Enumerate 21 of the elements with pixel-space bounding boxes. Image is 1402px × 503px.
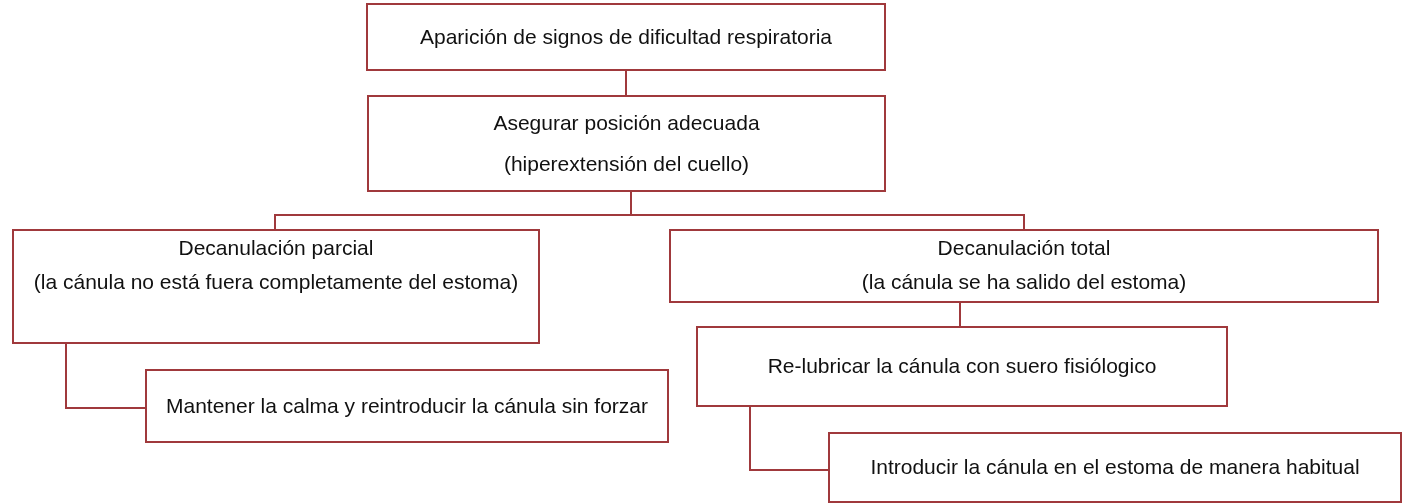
process-box: [669, 229, 1379, 303]
process-box: [828, 432, 1402, 503]
connector-line: [959, 302, 961, 327]
node-text: Mantener la calma y reintroducir la cánula sin forzar: [165, 392, 648, 419]
process-box: [367, 95, 886, 192]
node-text: (hiperextensión del cuello): [503, 150, 750, 177]
process-box: [12, 229, 540, 344]
node-heading: Decanulación total: [937, 235, 1111, 261]
node-text: Introducir la cánula en el estoma de manera habitual: [870, 454, 1360, 481]
node-text: Aparición de signos de dificultad respiratoria: [419, 23, 833, 50]
node-heading: Asegurar posición adecuada: [493, 110, 760, 137]
connector-line: [625, 70, 627, 96]
process-box: [366, 3, 886, 71]
process-box: [145, 369, 669, 443]
node-text: Re-lubricar la cánula con suero fisiólogico: [767, 353, 1157, 380]
node-text: (la cánula no está fuera completamente del estoma): [33, 269, 519, 296]
connector-line: [65, 343, 146, 409]
node-text: (la cánula se ha salido del estoma): [861, 269, 1187, 296]
node-heading: Decanulación parcial: [178, 235, 374, 261]
connector-line: [749, 406, 829, 471]
process-box: [696, 326, 1228, 407]
